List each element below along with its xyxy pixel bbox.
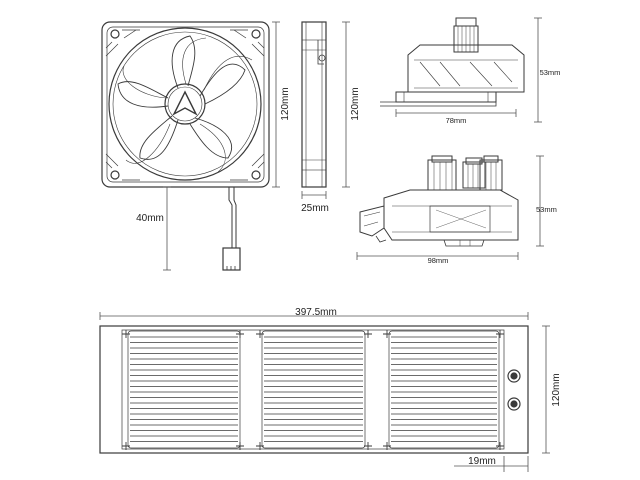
pump-fitting-cap	[455, 17, 477, 27]
fan-side-dimensions	[301, 21, 350, 199]
radiator-dimensions-side	[454, 325, 550, 472]
fan-side-height-label: 120mm	[350, 87, 361, 120]
radiator-thickness-label: 19mm	[468, 456, 496, 467]
logo-icon	[172, 90, 198, 116]
pump-front-view	[380, 17, 525, 107]
mount-hole	[110, 170, 120, 180]
fan-thickness-label: 25mm	[301, 203, 329, 214]
pump-side-fitting	[462, 161, 486, 189]
pump-bracket	[359, 205, 385, 237]
radiator-length-label: 397.5mm	[295, 307, 337, 318]
pump-side-body	[383, 189, 519, 241]
fan-blades	[117, 35, 253, 173]
radiator-view	[99, 325, 529, 454]
radiator-fin-panel	[127, 330, 241, 449]
fan-front-view	[101, 21, 270, 271]
pump-front-width-label: 78mm	[446, 116, 467, 125]
radiator-frame	[99, 325, 529, 454]
radiator-dimensions-top	[99, 312, 529, 320]
radiator-fin-panel	[388, 330, 500, 449]
fan-side-view	[301, 21, 327, 188]
pump-side-height-label: 53mm	[536, 205, 557, 214]
pump-front-dimensions	[395, 17, 542, 123]
mount-hole	[251, 170, 261, 180]
fan-connector	[222, 247, 241, 271]
fan-height-label: 120mm	[280, 87, 291, 120]
radiator-mount-points	[122, 330, 504, 450]
radiator-port	[507, 397, 521, 411]
pump-side-view	[359, 155, 519, 247]
fan-front-dimensions	[163, 21, 280, 271]
mount-hole	[251, 29, 261, 39]
radiator-port	[507, 369, 521, 383]
fan-cable-length-label: 40mm	[136, 213, 164, 224]
pump-side-dimensions	[356, 155, 544, 260]
mount-hole	[110, 29, 120, 39]
radiator-height-label: 120mm	[551, 373, 562, 406]
pump-coldplate	[395, 91, 497, 103]
radiator-fins	[130, 336, 497, 442]
fan-hub	[164, 83, 206, 125]
fan-ring	[108, 27, 262, 181]
fan-side-frame	[301, 21, 327, 188]
pump-front-height-label: 53mm	[540, 68, 561, 77]
radiator-fin-panel	[261, 330, 366, 449]
pump-side-width-label: 98mm	[428, 256, 449, 265]
fan-frame	[101, 21, 270, 188]
